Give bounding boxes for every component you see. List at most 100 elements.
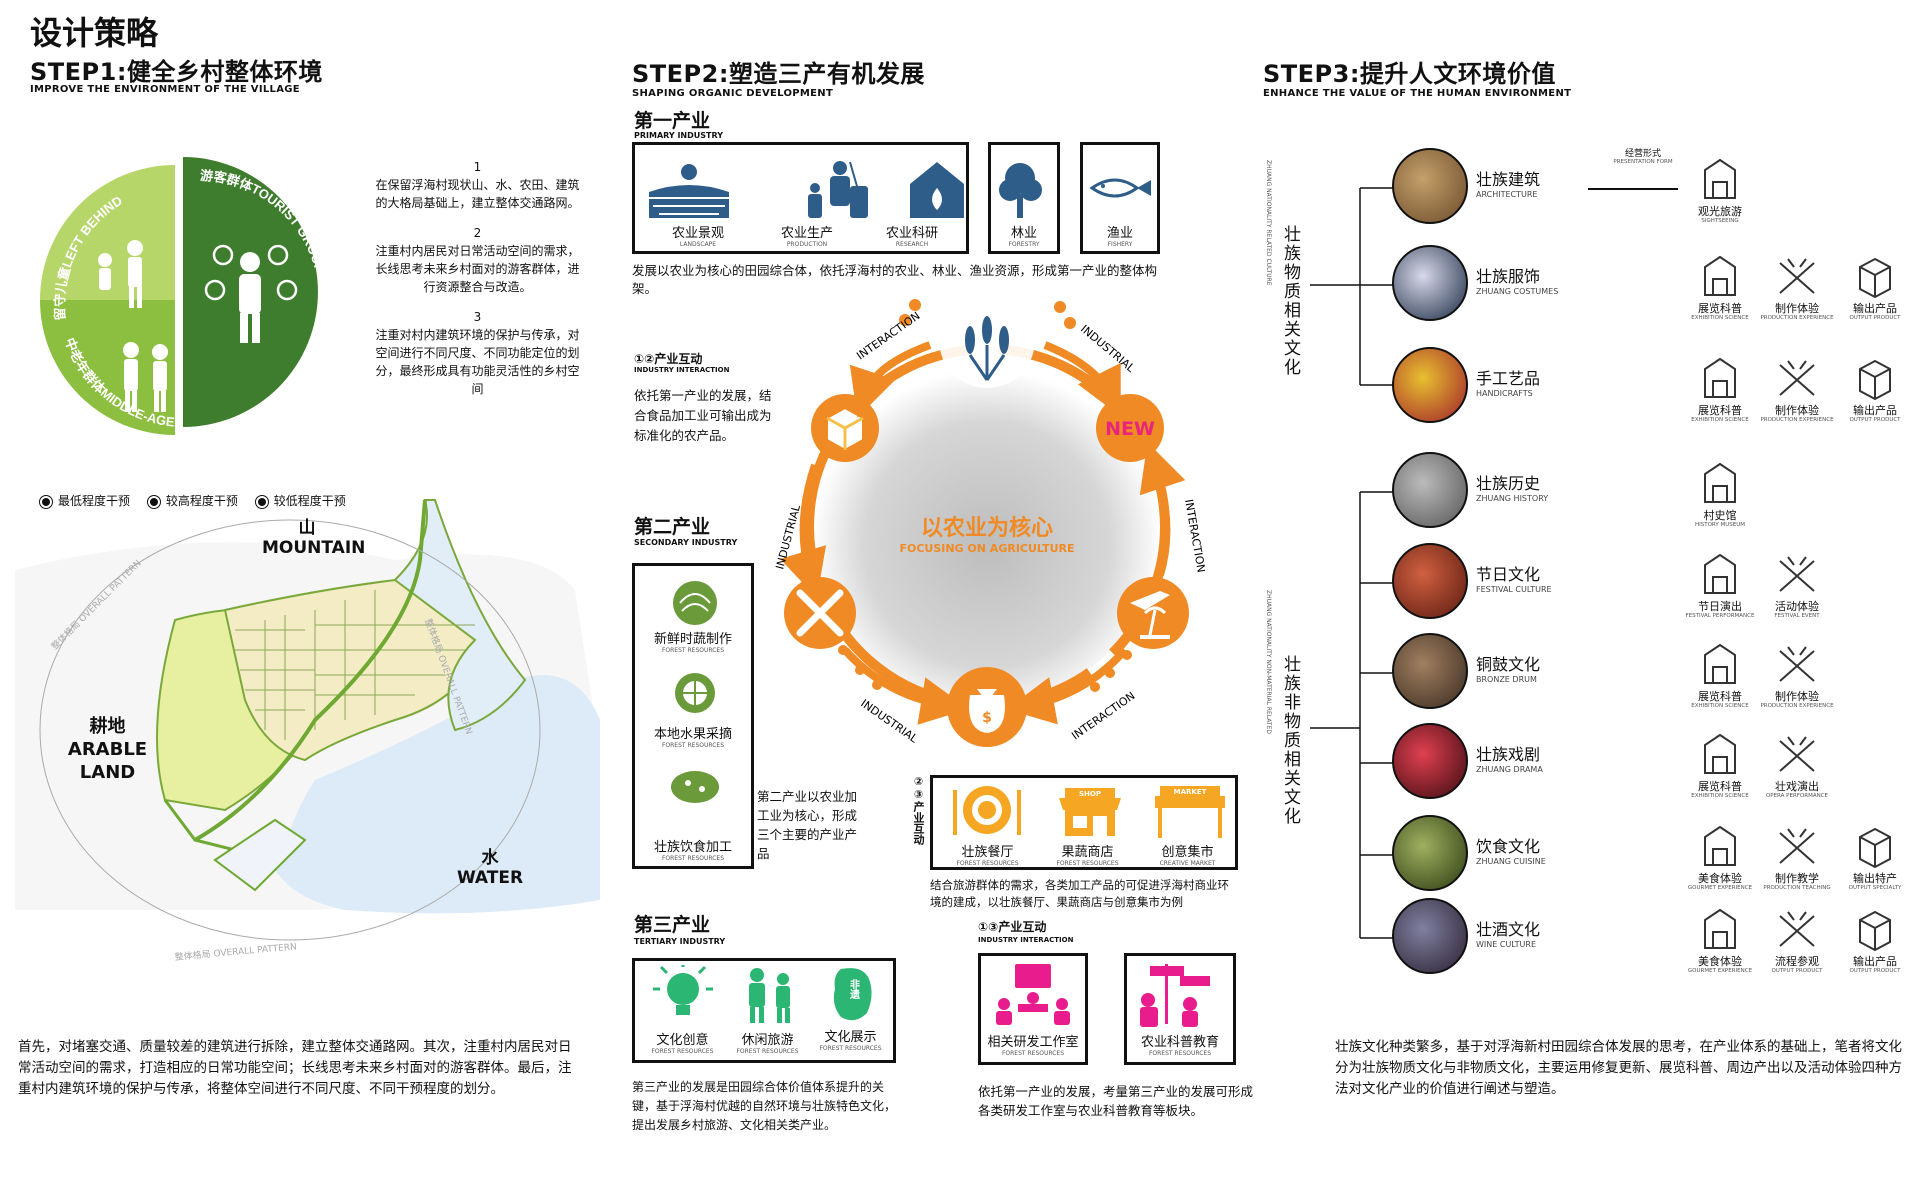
- item-en: FOREST RESOURCES: [651, 1048, 714, 1055]
- primary-box-fish: [1080, 142, 1160, 254]
- tertiary-desc: 第三产业的发展是田园综合体价值体系提升的关键，基于浮海村优越的自然环境与壮族特色…: [632, 1080, 897, 1132]
- culture-form-label-en: OUTPUT SPECIALTY: [1848, 885, 1902, 891]
- item-cn: 农业科普教育: [1140, 1035, 1219, 1050]
- culture-name: 手工艺品: [1476, 369, 1541, 388]
- culture-name: 铜鼓文化: [1476, 655, 1541, 674]
- culture-form-label-en: OUTPUT PRODUCT: [1849, 315, 1901, 321]
- culture-name: 饮食文化: [1476, 837, 1541, 856]
- item-cn: 本地水果采摘: [653, 727, 732, 742]
- production-icon: [808, 161, 868, 218]
- connector-line: [1588, 188, 1678, 190]
- material-culture-en: ZHUANG NATIONALITY RELATED CULTURE: [1265, 160, 1272, 286]
- industry-cycle: NEW $ INTERACTION INDUSTRIAL INDUSTRIAL …: [773, 292, 1205, 747]
- new-badge: NEW: [1105, 418, 1155, 440]
- culture-name-en: ZHUANG COSTUMES: [1476, 287, 1559, 296]
- tertiary-title: 第三产业: [634, 914, 711, 936]
- research-icon: [910, 162, 964, 218]
- culture-form-icon: [1859, 359, 1891, 401]
- pattern-label: 整体格局 OVERALL PATTERN: [174, 940, 297, 963]
- culture-form-icon: [1859, 827, 1891, 869]
- culture-form-label-en: FESTIVAL PERFORMANCE: [1685, 613, 1755, 619]
- point-number: 1: [473, 160, 482, 174]
- culture-name: 壮族历史: [1476, 474, 1541, 493]
- item-cn: 休闲旅游: [741, 1033, 794, 1048]
- interaction13-icons: [996, 964, 1210, 1027]
- nonmaterial-culture-label: 壮族非物质相关文化: [1280, 655, 1300, 826]
- culture-form-icon: [1704, 643, 1736, 684]
- culture-form-label-en: GOURMET EXPERIENCE: [1687, 968, 1753, 974]
- form-cn: 经营形式: [1624, 149, 1661, 159]
- cycle-center-en: FOCUSING ON AGRICULTURE: [899, 542, 1074, 555]
- culture-photo: [1392, 452, 1468, 528]
- culture-name: 壮酒文化: [1476, 920, 1541, 939]
- mountain-en: MOUNTAIN: [262, 538, 366, 558]
- form-en: PRESENTATION FORM: [1613, 159, 1673, 165]
- cycle-label-industrial: INDUSTRIAL: [858, 697, 920, 746]
- item-en: PRODUCTION: [786, 241, 828, 248]
- point-number: 2: [473, 226, 482, 240]
- item-cn: 文化创意: [656, 1033, 709, 1048]
- step3-summary: 壮族文化种类繁多，基于对浮海新村田园综合体发展的思考，在产业体系的基础上，笔者将…: [1335, 1039, 1902, 1097]
- legend-dot-icon: [255, 495, 268, 508]
- lightbulb-icon: [653, 965, 713, 1015]
- culture-name: 节日文化: [1476, 565, 1541, 584]
- forestry-icon: [999, 163, 1042, 218]
- culture-form-label: 展览科普: [1698, 780, 1742, 793]
- market-sign: MARKET: [1174, 788, 1207, 796]
- culture-form-label-en: PRODUCTION EXPERIENCE: [1760, 703, 1834, 709]
- legend-label: 较低程度干预: [273, 494, 346, 508]
- item-cn: 壮族饮食加工: [653, 840, 732, 855]
- fishery-icon: [1089, 178, 1151, 198]
- point-text: 注重村内居民对日常活动空间的需求，长线思考未来乡村面对的游客群体，进行资源整合与…: [375, 244, 580, 294]
- culture-form-label-en: OUTPUT PRODUCT: [1771, 968, 1823, 974]
- point-number: 3: [473, 310, 482, 324]
- item-cn: 新鲜时蔬制作: [653, 632, 732, 647]
- culture-name-en: ZHUANG CUISINE: [1476, 857, 1546, 866]
- primary-icons: [649, 161, 1151, 218]
- step2-title: STEP2:塑造三产有机发展: [632, 60, 925, 88]
- mountain-label: 山 MOUNTAIN: [262, 513, 366, 558]
- culture-form-icon: [1779, 736, 1815, 772]
- page-title: 设计策略: [30, 14, 159, 52]
- culture-form-label: 壮戏演出: [1775, 780, 1819, 793]
- mountain-cn: 山: [298, 518, 316, 538]
- culture-form-icon: [1704, 733, 1736, 774]
- item-en: FOREST RESOURCES: [661, 855, 725, 862]
- culture-form-label-en: EXHIBITION SCIENCE: [1691, 703, 1749, 709]
- culture-form-label-en: PRODUCTION TEACHING: [1763, 885, 1831, 891]
- culture-form-label-en: FESTIVAL EVENT: [1774, 613, 1820, 619]
- interaction12-desc: 依托第一产业的发展，结合食品加工业可输出成为标准化的农产品。: [634, 388, 772, 443]
- cycle-label-interaction: INTERACTION: [1069, 689, 1137, 742]
- item-en: FOREST RESOURCES: [1056, 860, 1119, 867]
- culture-name-en: ARCHITECTURE: [1476, 190, 1538, 199]
- culture-name-en: BRONZE DRUM: [1476, 675, 1537, 684]
- culture-photo: [1392, 347, 1468, 423]
- secondary-icons: [671, 581, 719, 803]
- tools-icon: [796, 589, 844, 637]
- arable-cn: 耕地: [89, 716, 126, 737]
- culture-form-label: 输出产品: [1853, 955, 1897, 968]
- point-text: 注重对村内建筑环境的保护与传承，对空间进行不同尺度、不同功能定位的划分，最终形成…: [375, 328, 580, 396]
- interaction23-icons: SHOP MARKET: [953, 786, 1225, 838]
- item-cn: 壮族餐厅: [961, 845, 1014, 860]
- culture-name-en: ZHUANG HISTORY: [1476, 494, 1549, 503]
- culture-photo: [1392, 815, 1468, 891]
- interaction13-subtitle: INDUSTRY INTERACTION: [978, 936, 1074, 944]
- culture-form-icon: [1779, 911, 1815, 947]
- item-en: RESEARCH: [895, 241, 929, 248]
- culture-form-label: 展览科普: [1698, 302, 1742, 315]
- item-cn: 农业景观: [671, 226, 724, 241]
- interaction13-title: ①③产业互动: [978, 920, 1047, 934]
- legend-label: 较高程度干预: [165, 494, 238, 508]
- item-cn: 果蔬商店: [1061, 845, 1114, 860]
- culture-name: 壮族戏剧: [1476, 745, 1541, 764]
- interaction23-desc: 结合旅游群体的需求，各类加工产品的可促进浮海村商业环境的建成，以壮族餐厅、果蔬商…: [930, 878, 1229, 909]
- culture-form-label: 流程参观: [1775, 955, 1819, 968]
- primary-desc: 发展以农业为核心的田园综合体，依托浮海村的农业、林业、渔业资源，形成第一产业的整…: [632, 263, 1158, 296]
